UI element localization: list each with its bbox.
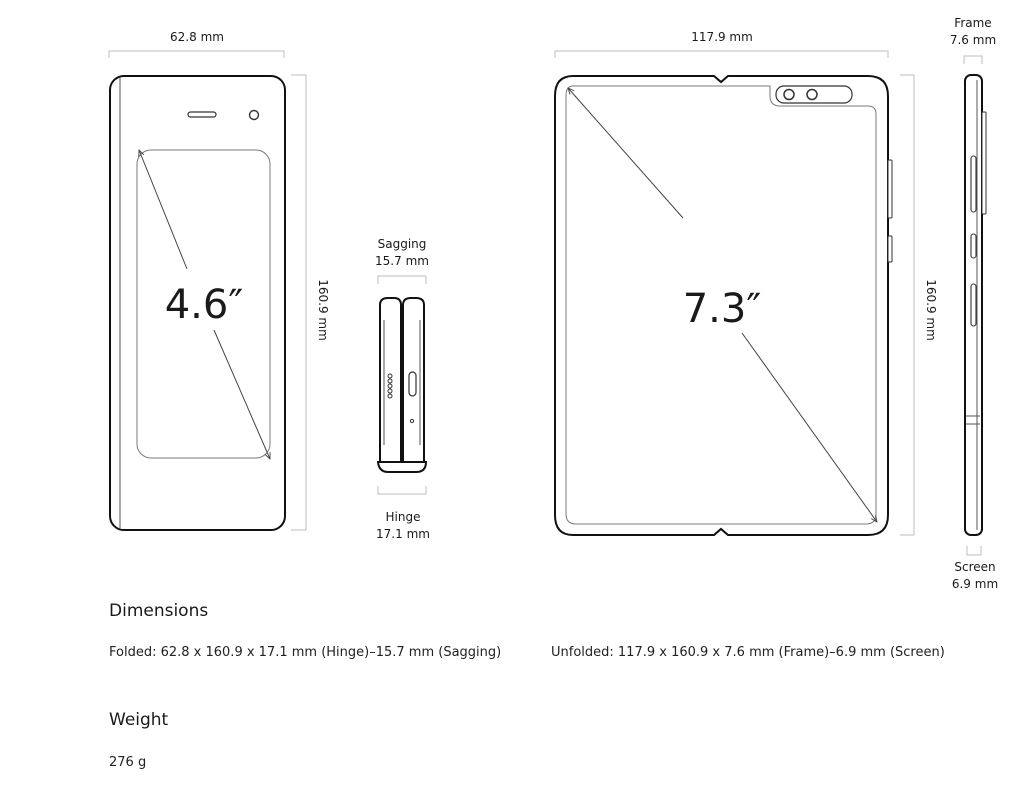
unfolded-side-button-2 <box>887 235 893 263</box>
unfolded-screen-size: 7.3″ <box>683 286 762 332</box>
folded-dimensions-text: Folded: 62.8 x 160.9 x 17.1 mm (Hinge)–1… <box>109 645 502 660</box>
unfolded-height-label: 160.9 mm <box>924 279 938 341</box>
sagging-value: 15.7 mm <box>375 254 429 268</box>
volume-button-icon <box>970 155 977 213</box>
unfolded-side-button-1 <box>887 159 893 219</box>
weight-value: 276 g <box>109 755 147 770</box>
earpiece-icon <box>187 111 217 118</box>
folded-screen-outline <box>136 149 271 459</box>
dimensions-title: Dimensions <box>109 601 209 621</box>
weight-title: Weight <box>109 710 169 730</box>
power-button-icon <box>970 283 977 327</box>
folded-phone-body <box>109 75 286 531</box>
unfolded-diagonal-arrow-top <box>568 88 684 219</box>
side-button-strip <box>981 111 987 215</box>
frame-label: Frame <box>954 16 991 30</box>
hinge-label: Hinge <box>386 510 421 524</box>
unfolded-dimensions-text: Unfolded: 117.9 x 160.9 x 7.6 mm (Frame)… <box>551 645 945 660</box>
unfolded-phone-side: Frame 7.6 mm Screen 6.9 mm <box>950 16 998 591</box>
unfolded-diagonal-arrow-bottom <box>741 332 877 522</box>
bixby-button-icon <box>970 233 977 259</box>
folded-height-label: 160.9 mm <box>316 279 330 341</box>
screen-label: Screen <box>954 560 995 574</box>
hinge-base <box>376 461 428 473</box>
unfolded-side-body <box>964 74 983 536</box>
frame-value: 7.6 mm <box>950 33 996 47</box>
fingerprint-button-icon <box>408 371 417 397</box>
unfolded-width-dimension-line <box>554 50 889 58</box>
hinge-dimension-line <box>377 486 427 495</box>
camera-lens-1-icon <box>783 88 795 101</box>
camera-lens-2-icon <box>806 88 818 101</box>
screen-value: 6.9 mm <box>952 577 998 591</box>
sagging-dimension-line <box>377 275 427 284</box>
side-port-icon <box>409 418 415 424</box>
folded-screen-size: 4.6″ <box>165 282 244 328</box>
side-half-left <box>379 297 402 463</box>
unfolded-height-dimension-line <box>900 74 915 536</box>
folded-width-label: 62.8 mm <box>170 30 224 44</box>
folded-height-dimension-line <box>291 74 307 531</box>
folded-width-dimension-line <box>108 50 285 58</box>
side-button-dots <box>387 373 393 399</box>
unfolded-width-label: 117.9 mm <box>691 30 753 44</box>
front-camera-icon <box>248 109 260 121</box>
frame-dimension-line <box>963 55 983 64</box>
camera-notch <box>775 85 853 104</box>
folded-phone-side: Sagging 15.7 mm Hinge 17.1 mm <box>375 237 430 541</box>
folded-diagonal-arrow-top <box>139 150 188 270</box>
folded-phone-front: 62.8 mm 160.9 mm 4.6″ <box>108 30 330 531</box>
sagging-label: Sagging <box>378 237 427 251</box>
screen-dimension-line <box>966 546 982 556</box>
unfolded-phone: 117.9 mm 160.9 mm 7.3″ <box>554 30 938 536</box>
device-dimensions-diagram: 62.8 mm 160.9 mm 4.6″ Sagging 15.7 mm <box>108 16 998 591</box>
hinge-value: 17.1 mm <box>376 527 430 541</box>
side-half-right <box>402 297 425 463</box>
folded-diagonal-arrow-bottom <box>213 329 270 459</box>
